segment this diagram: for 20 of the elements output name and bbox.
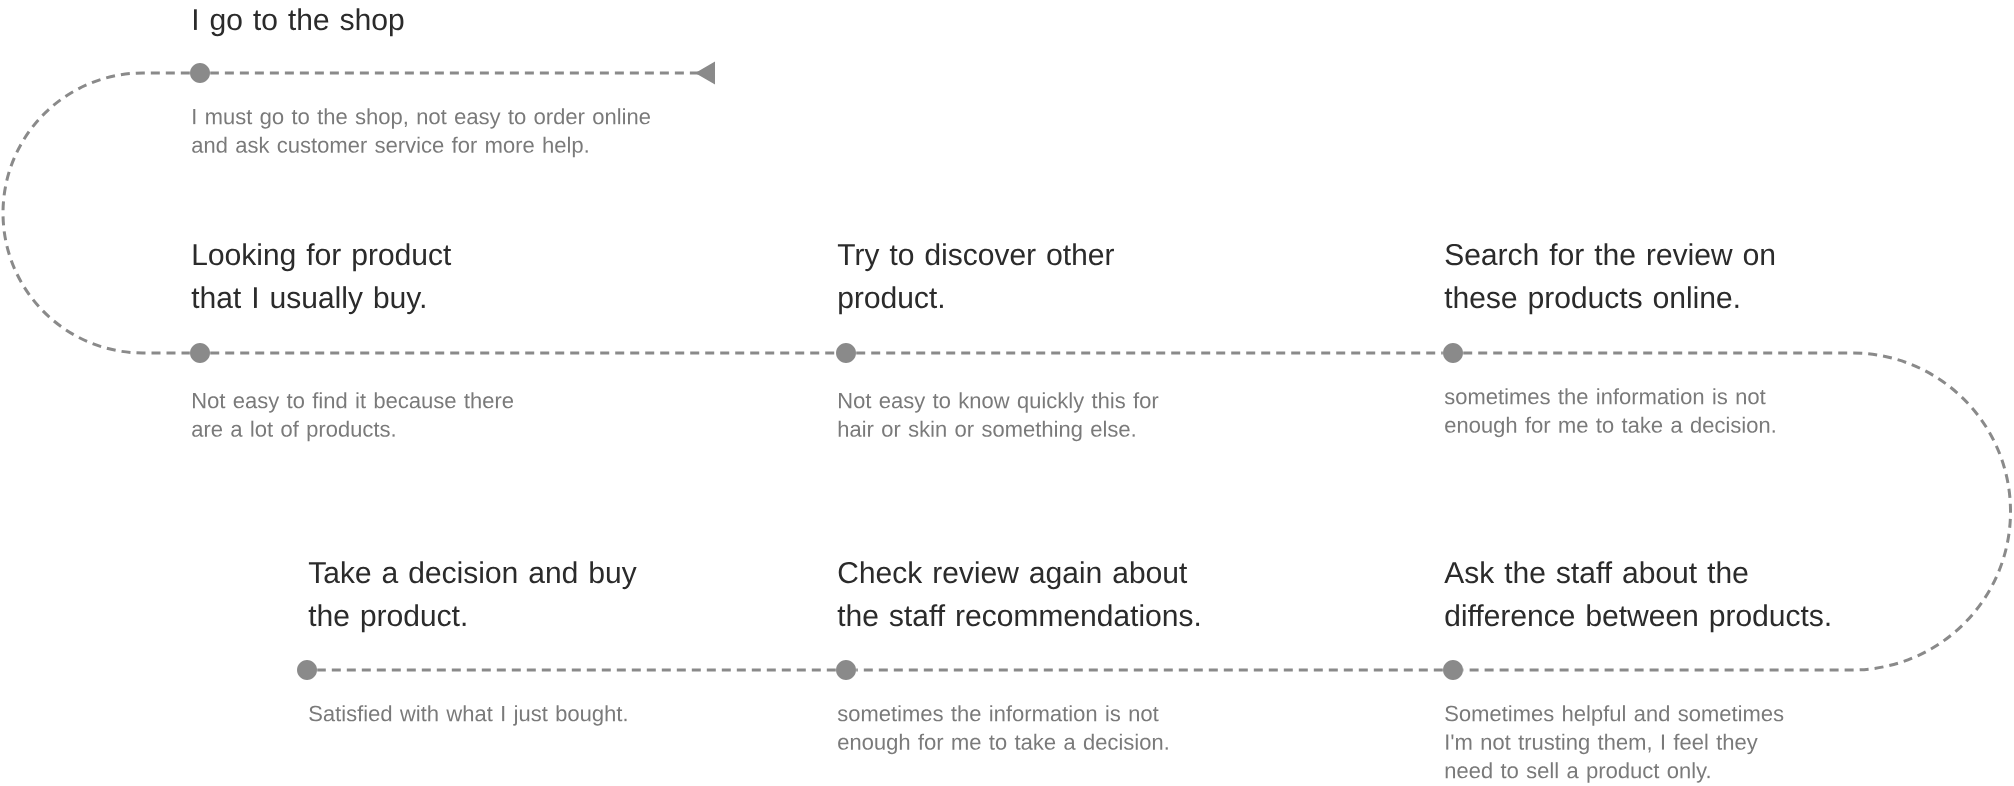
dashed-path [1463,351,2012,672]
step-title: Check review again about the staff recommendations. [837,561,1200,627]
step-title: Search for the review on these products online. [1444,243,1775,315]
dashed-path [317,668,836,672]
step-title: Looking for product that I usually buy. [191,243,452,315]
dashed-path [1,71,190,355]
step-title: Try to discover other product. [837,243,1114,315]
step-description: sometimes the information is not enough for me to take a decision. [837,705,1168,755]
step-title: Take a decision and buy the product. [308,561,637,633]
dashed-path [856,351,1443,355]
step-description: Not easy to find it because there are a lot of products. [192,392,513,442]
step-description: I must go to the shop, not easy to order online and ask customer service for more help. [192,108,650,158]
step-description: Satisfied with what I just bought. [309,705,627,726]
step-description: Sometimes helpful and sometimes I'm not trusting them, I feel they need to sell a product only. [1445,705,1784,783]
step-description: sometimes the information is not enough for me to take a decision. [1444,388,1775,438]
dashed-path [210,351,836,355]
dashed-path [856,668,1443,672]
step-title: I go to the shop [194,8,404,37]
step-title: Ask the staff about the difference between products. [1444,561,1830,633]
step-description: Not easy to know quickly this for hair or skin or something else. [838,392,1159,442]
